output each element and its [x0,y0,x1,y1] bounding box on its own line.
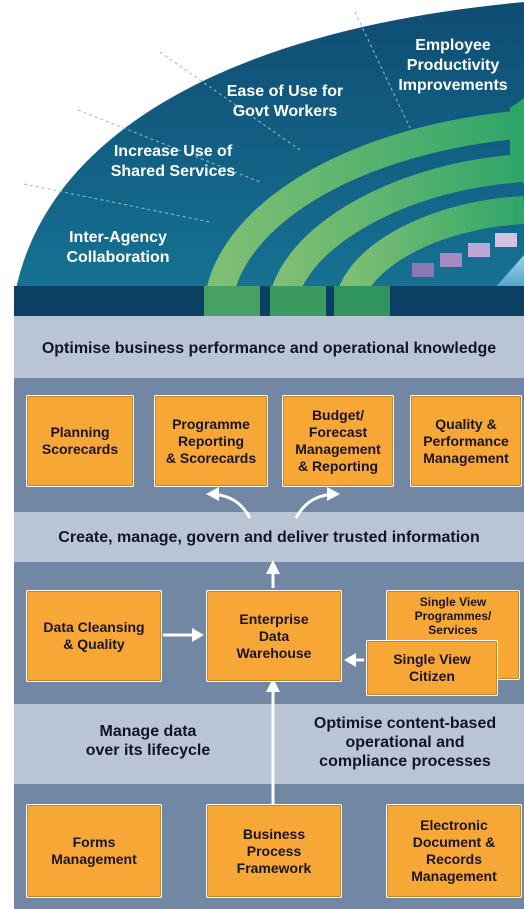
box-label: Programme Reporting & Scorecards [165,415,257,466]
box-label: Business Process Framework [236,825,312,876]
arc-label-ease-of-use: Ease of Use for Govt Workers [226,83,344,120]
box-planning-scorecards: Planning Scorecards [26,395,134,487]
green-arrow-head [510,98,524,184]
dome-base-strip [14,286,524,316]
box-programme-reporting: Programme Reporting & Scorecards [154,395,268,487]
box-business-process-framework: Business Process Framework [206,804,342,898]
box-label: Data Cleansing & Quality [43,619,145,652]
box-label: Enterprise Data Warehouse [236,610,312,661]
box-label: Forms Management [51,834,137,867]
arrow-heads [192,487,356,692]
band-create-bg [14,512,524,562]
text-manage-data: Manage data over its lifecycle [85,723,211,759]
box-label: Planning Scorecards [41,424,119,457]
box-label: Single View Citizen [393,651,471,684]
box-label: Single View Programmes/ Services [414,595,492,637]
box-label: Quality & Performance Management [423,415,509,466]
progress-steps [412,233,517,277]
box-single-view-citizen: Single View Citizen [366,640,498,696]
band-create-manage: Create, manage, govern and deliver trust… [58,528,480,546]
band-manage-bg [14,704,524,784]
box-enterprise-data-warehouse: Enterprise Data Warehouse [206,590,342,682]
band-optimise-performance: Optimise business performance and operat… [41,339,497,357]
arc-label-shared-services: Increase Use of Shared Services [110,143,236,180]
box-label: Electronic Document & Records Management [411,817,497,884]
band-performance-bg [14,316,524,378]
text-optimise-content: Optimise content-based operational and c… [313,715,497,770]
arc-label-employee-productivity: Employee Productivity Improvements [398,37,508,94]
box-data-cleansing: Data Cleansing & Quality [26,590,162,682]
box-label: Budget/ Forecast Management & Reporting [295,407,381,474]
blue-arrow [494,255,524,289]
box-budget-forecast: Budget/ Forecast Management & Reporting [282,395,394,487]
box-quality-performance: Quality & Performance Management [410,395,522,487]
arc-label-inter-agency: Inter-Agency Collaboration [66,229,170,266]
box-electronic-document-records: Electronic Document & Records Management [386,804,522,898]
box-forms-management: Forms Management [26,804,162,898]
dome-dividers [23,11,411,223]
